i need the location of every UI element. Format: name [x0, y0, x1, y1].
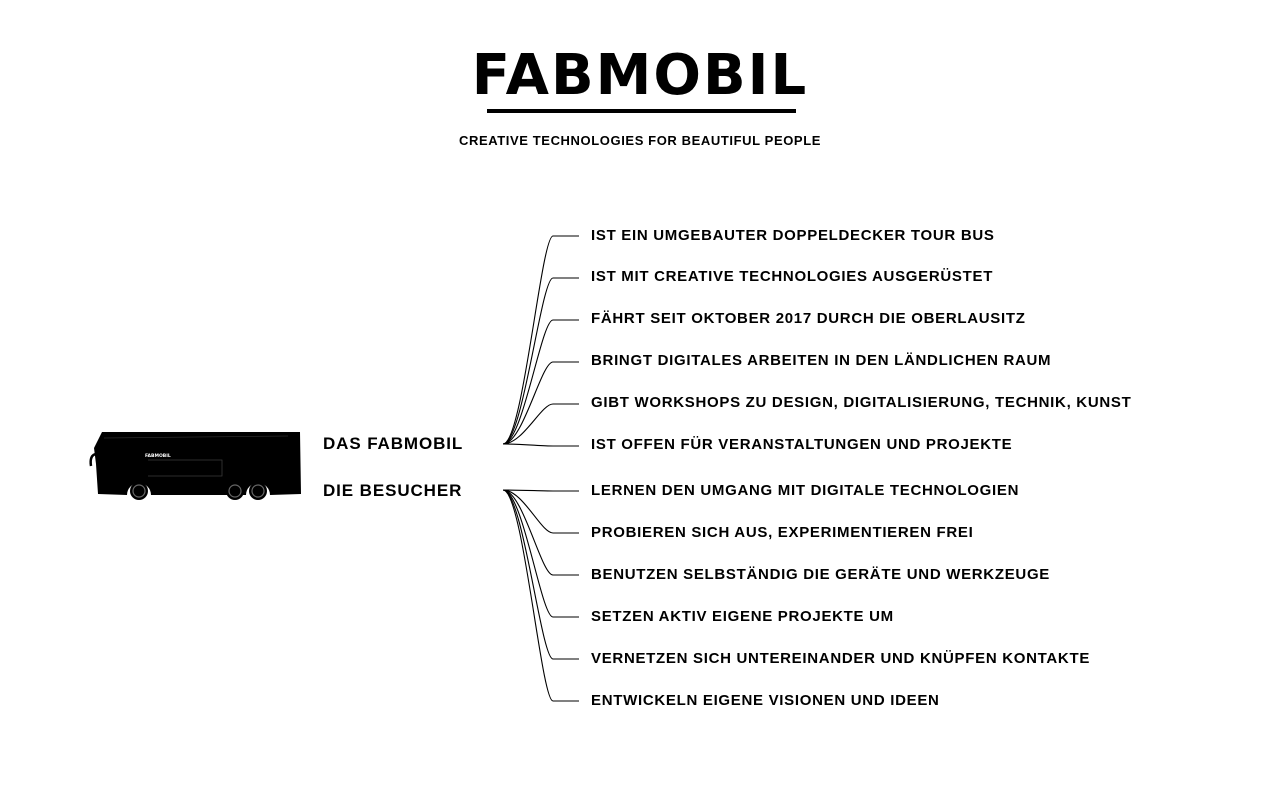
connectors-die-besucher — [502, 489, 579, 702]
connector-line — [502, 443, 579, 447]
connectors-das-fabmobil — [502, 235, 579, 447]
leaf-item: BRINGT DIGITALES ARBEITEN IN DEN LÄNDLIC… — [591, 352, 1052, 369]
leaf-item: PROBIEREN SICH AUS, EXPERIMENTIEREN FREI — [591, 524, 974, 541]
leaf-item: LERNEN DEN UMGANG MIT DIGITALE TECHNOLOG… — [591, 482, 1020, 499]
leaf-item: IST EIN UMGEBAUTER DOPPELDECKER TOUR BUS — [591, 227, 995, 244]
connector-line — [502, 489, 579, 660]
logo-underline — [487, 109, 796, 113]
bus-wheels — [130, 482, 267, 500]
leaf-item: FÄHRT SEIT OKTOBER 2017 DURCH DIE OBERLA… — [591, 310, 1026, 327]
branch-label-das-fabmobil: DAS FABMOBIL — [323, 434, 464, 453]
bus-body — [94, 432, 301, 495]
logo-text: FABMOBIL — [471, 43, 809, 108]
connector-line — [502, 489, 579, 702]
leaf-item: IST OFFEN FÜR VERANSTALTUNGEN UND PROJEK… — [591, 436, 1013, 453]
tagline: CREATIVE TECHNOLOGIES FOR BEAUTIFUL PEOP… — [458, 133, 822, 148]
connector-line — [502, 489, 579, 492]
branch-label-die-besucher: DIE BESUCHER — [323, 481, 463, 500]
connector-line — [502, 489, 579, 618]
bus-window-line — [103, 435, 289, 439]
leaf-item: VERNETZEN SICH UNTEREINANDER UND KNÜPFEN… — [591, 650, 1091, 667]
leaf-item: ENTWICKELN EIGENE VISIONEN UND IDEEN — [591, 692, 940, 709]
bus-lettering: FABMOBIL — [145, 453, 171, 459]
connector-line — [502, 403, 579, 445]
leaf-item: BENUTZEN SELBSTÄNDIG DIE GERÄTE UND WERK… — [591, 566, 1051, 583]
connector-line — [502, 235, 579, 445]
leaf-item: SETZEN AKTIV EIGENE PROJEKTE UM — [591, 608, 894, 625]
bus-mirror — [89, 452, 98, 467]
connector-line — [502, 489, 579, 576]
leaf-item: IST MIT CREATIVE TECHNOLOGIES AUSGERÜSTE… — [591, 268, 994, 285]
connector-line — [502, 489, 579, 534]
bus-side-panel — [148, 459, 223, 477]
connector-line — [502, 361, 579, 445]
double-decker-bus-icon: FABMOBIL — [89, 432, 301, 500]
connector-line — [502, 277, 579, 445]
leaf-item: GIBT WORKSHOPS ZU DESIGN, DIGITALISIERUN… — [591, 394, 1132, 411]
connector-line — [502, 319, 579, 445]
